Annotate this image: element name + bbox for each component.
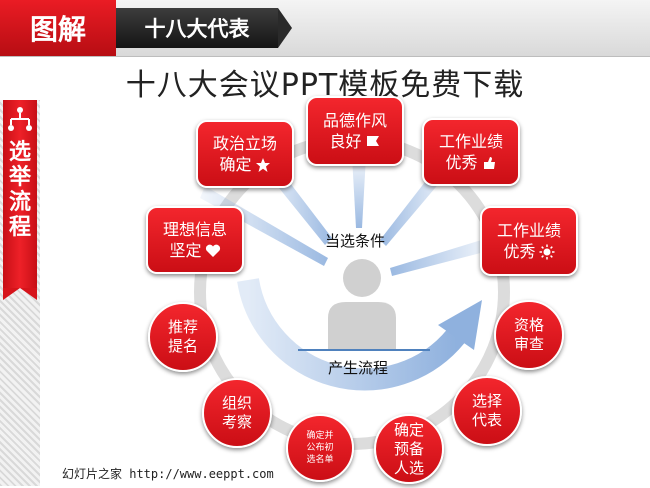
condition-node[interactable]: 品德作风 良好 [306,96,404,166]
condition-line: 理想信息 [162,220,227,239]
person-body [328,302,396,350]
heart-icon [205,244,220,257]
step-line: 选名单 [306,455,334,465]
process-step-node[interactable]: 确定 预备 人选 [374,414,444,484]
side-label-box: 选举流程 [3,100,37,288]
condition-line: 优秀 [445,153,478,172]
process-step-node[interactable]: 资格 审查 [494,300,564,370]
process-step-node[interactable]: 选择 代表 [452,376,522,446]
step-line: 审查 [513,335,544,353]
star-icon [255,157,270,172]
person-head [343,259,381,297]
step-line: 代表 [471,411,502,429]
step-line: 考察 [221,413,252,431]
condition-line: 坚定 [169,241,202,260]
condition-line: 优秀 [503,242,536,261]
ray-5 [390,238,492,276]
condition-node[interactable]: 理想信息 坚定 [146,206,244,274]
process-step-node[interactable]: 确定并 公布初 选名单 [286,414,354,482]
step-line: 组织 [221,394,252,412]
header-tag-label: 图解 [29,13,86,46]
ray-3 [352,156,366,228]
org-chart-icon [8,107,32,131]
step-line: 预备 [393,439,424,458]
condition-line: 政治立场 [212,134,277,153]
condition-node[interactable]: 工作业绩 优秀 [480,206,578,276]
footer-credit: 幻灯片之家 http://www.eeppt.com [62,467,274,481]
process-arrow-head [438,300,482,350]
step-line: 提名 [167,337,198,355]
thumbs-up-icon [483,156,495,169]
step-line: 资格 [513,316,544,334]
condition-line: 良好 [329,132,362,151]
step-line: 确定 [393,420,424,439]
side-label: 选举流程 [8,140,31,240]
sun-icon [539,244,554,259]
header-tag [0,0,116,56]
step-line: 选择 [471,392,502,410]
process-arc [237,278,465,391]
step-line: 确定并 [306,431,334,441]
flag-icon [366,135,379,146]
center-top-label: 当选条件 [325,232,386,250]
condition-line: 品德作风 [322,111,387,130]
header-subtitle-arrow [278,8,292,48]
center-bottom-label: 产生流程 [328,359,389,377]
step-line: 推荐 [167,318,198,336]
step-line: 人选 [393,458,424,477]
header-subtitle: 十八大代表 [144,17,250,41]
condition-node[interactable]: 工作业绩 优秀 [422,118,520,186]
condition-line: 确定 [219,155,252,174]
side-label-tail [3,288,37,300]
condition-line: 工作业绩 [438,132,503,151]
condition-line: 工作业绩 [496,221,561,240]
step-line: 公布初 [306,443,334,453]
header-subtitle-box [116,8,278,48]
process-step-node[interactable]: 推荐 提名 [148,302,218,372]
condition-node[interactable]: 政治立场 确定 [196,120,294,188]
process-step-node[interactable]: 组织 考察 [202,378,272,448]
